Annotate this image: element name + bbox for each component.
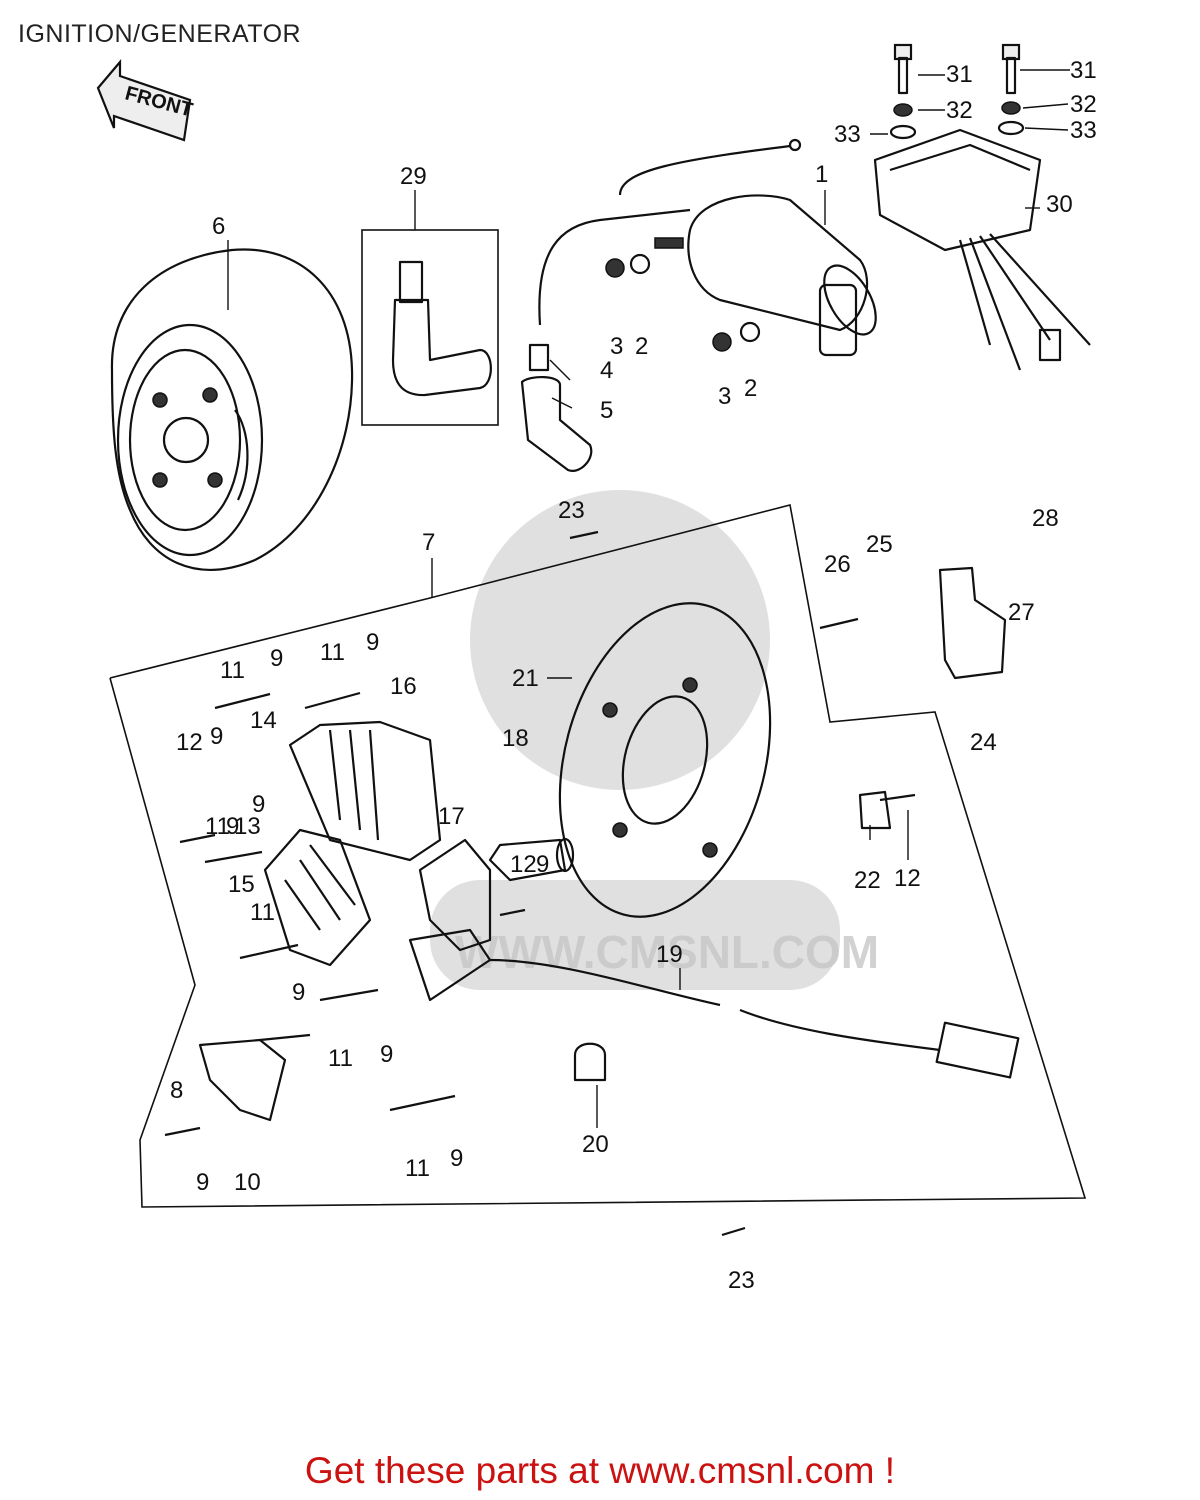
callout-31b: 31 (1070, 57, 1097, 84)
page-title: IGNITION/GENERATOR (18, 20, 302, 48)
watermark-text: WWW.CMSNL.COM (455, 926, 879, 978)
stator-assembly-boundary (109, 504, 1087, 1208)
callout-9d: 9 (252, 791, 265, 818)
callout-27: 27 (1008, 599, 1035, 626)
regulator-hardware (889, 43, 1025, 140)
callout-24: 24 (970, 729, 997, 756)
callout-32a: 32 (946, 97, 973, 124)
callout-30: 30 (1046, 191, 1073, 218)
callout-9g: 9 (380, 1041, 393, 1068)
front-arrow-icon: FRONT (96, 58, 195, 142)
callout-28: 28 (1032, 505, 1059, 532)
callout-9e: 9 (536, 851, 549, 878)
callout-25: 25 (866, 531, 893, 558)
callout-12b: 12 (510, 851, 537, 878)
callout-11d: 11 (250, 899, 275, 926)
spark-plug-cap (361, 229, 499, 426)
callout-8: 8 (170, 1077, 183, 1104)
callout-10: 10 (234, 1169, 261, 1196)
callout-9j: 9 (226, 813, 239, 840)
callout-23b: 23 (728, 1267, 755, 1294)
callout-22: 22 (854, 867, 881, 894)
callout-32b: 32 (1070, 91, 1097, 118)
callout-29: 29 (400, 163, 427, 190)
callout-11e: 11 (328, 1045, 353, 1072)
callout-9a: 9 (270, 645, 283, 672)
ignition-coil (538, 138, 877, 357)
callout-1: 1 (815, 161, 828, 188)
callout-11c: 11 (205, 813, 230, 840)
callout-11b: 11 (320, 639, 345, 666)
callout-15: 15 (228, 871, 255, 898)
callout-2b: 2 (744, 375, 757, 402)
callout-9b: 9 (366, 629, 379, 656)
stator-screws (164, 530, 916, 1237)
callout-11a: 11 (220, 657, 245, 684)
callout-12a: 12 (176, 729, 203, 756)
callout-33b: 33 (1070, 117, 1097, 144)
callout-labels: 1 2 2 3 3 4 5 6 7 8 9 9 9 9 9 9 9 9 9 9 … (170, 57, 1097, 1294)
stator-coils (263, 720, 1020, 1079)
misc-small-parts (488, 566, 1007, 1082)
callout-3a: 3 (610, 333, 623, 360)
footer-link-text[interactable]: Get these parts at www.cmsnl.com ! (304, 1450, 896, 1491)
callout-7: 7 (422, 529, 435, 556)
callout-13: 13 (234, 813, 261, 840)
callout-23a: 23 (558, 497, 585, 524)
callout-33a: 33 (834, 121, 861, 148)
callout-19: 19 (656, 941, 683, 968)
callout-18: 18 (502, 725, 529, 752)
callout-12c: 12 (894, 865, 921, 892)
flywheel-rotor (110, 248, 354, 571)
small-fasteners (520, 237, 761, 472)
callout-20: 20 (582, 1131, 609, 1158)
callout-6: 6 (212, 213, 225, 240)
contact-breaker (198, 1033, 311, 1122)
callout-17: 17 (438, 803, 465, 830)
stator-base-plate (558, 602, 772, 918)
callout-4: 4 (600, 357, 613, 384)
callout-2a: 2 (635, 333, 648, 360)
callout-9i: 9 (196, 1169, 209, 1196)
callout-5: 5 (600, 397, 613, 424)
callout-3b: 3 (718, 383, 731, 410)
callout-26: 26 (824, 551, 851, 578)
callout-leaders (227, 69, 1070, 1128)
callout-16: 16 (390, 673, 417, 700)
callout-9f: 9 (292, 979, 305, 1006)
callout-11f: 11 (405, 1155, 430, 1182)
callout-21: 21 (512, 665, 539, 692)
callout-31a: 31 (946, 61, 973, 88)
callout-9h: 9 (450, 1145, 463, 1172)
voltage-regulator (873, 128, 1091, 371)
callout-14: 14 (250, 707, 277, 734)
callout-9c: 9 (210, 723, 223, 750)
